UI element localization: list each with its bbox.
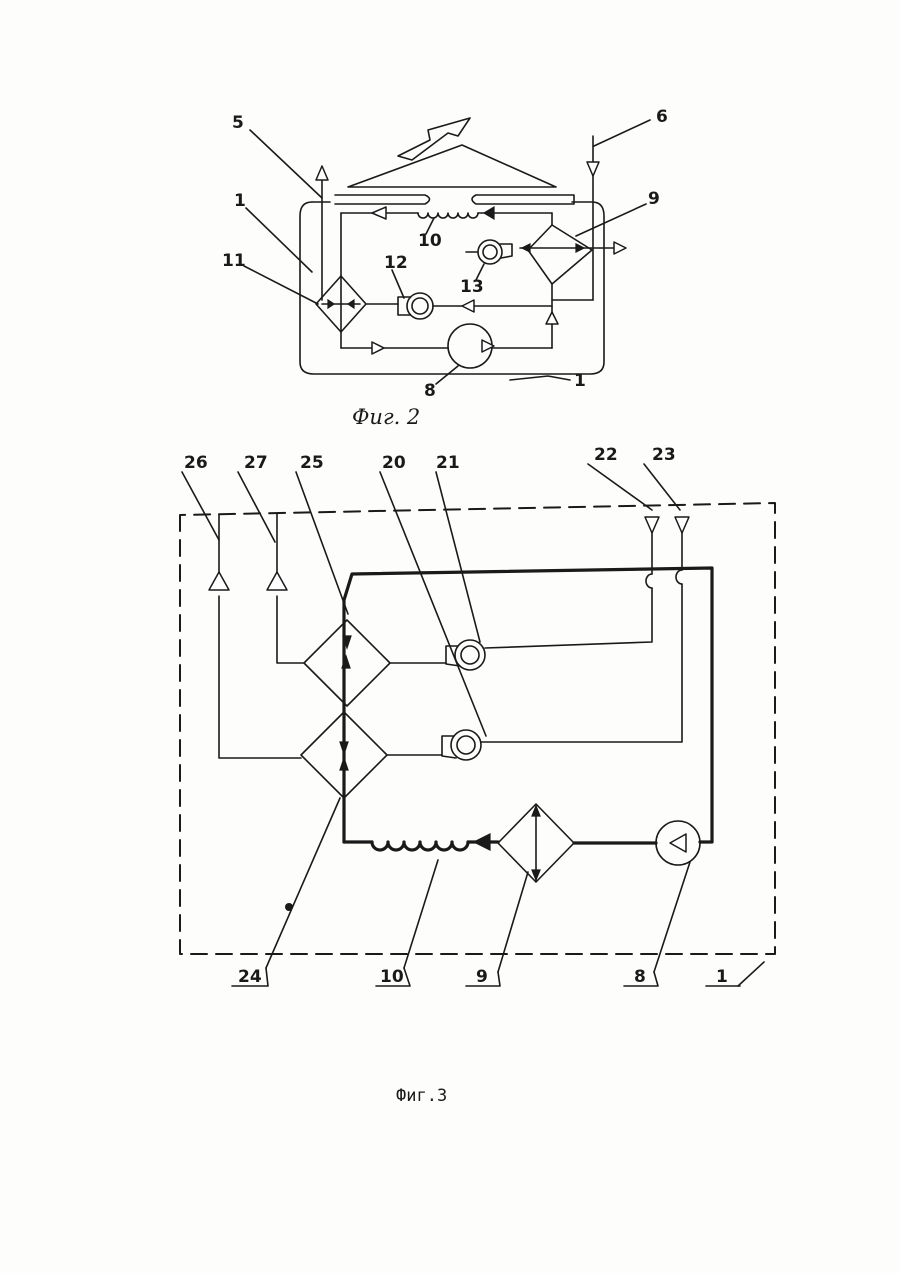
fig2-hx9-arrow-b [576,244,584,252]
fig2-leader-5 [250,130,322,198]
fig3-coil-10 [372,842,468,850]
fig3-label-22: 22 [594,445,618,465]
fig3-main-circuit [344,568,712,842]
fig3-caption: Фиг.3 [396,1086,447,1106]
fig2-leader-1-bottom [510,376,570,380]
fig2-hx9-arrow-a [522,244,530,252]
fig2-outlet-slot-right [472,195,574,204]
fig2-hx9-out-arrow [614,242,626,254]
fig2-label-10: 10 [418,231,442,251]
fig3-circuit-arrow-4 [340,758,348,770]
fig2-outflow-arrow [398,118,470,160]
fig2-exhaust-arrow [316,166,328,180]
fig2-fan-12-hub [412,298,428,314]
fig2-leader-6 [594,120,650,146]
fig3-coil-arrow [474,834,490,850]
fig3-inlet-23-arrow [675,517,689,533]
figure-2: 5 6 1 9 10 11 12 13 8 1 Фиг. 2 [222,107,668,429]
fig2-leader-8 [436,366,458,384]
fig3-ink-dot [285,903,293,911]
fig2-bottom-flow-arrow [372,342,384,354]
fig3-label-26: 26 [184,453,208,473]
fig2-hx11-arrow-b [348,300,354,308]
fig3-leader-1 [738,962,764,986]
fig2-leader-11 [244,266,318,304]
fig2-label-12: 12 [384,253,408,273]
fig3-label-23: 23 [652,445,676,465]
fig3-crossover-22 [646,574,652,588]
fig2-leader-1 [246,208,312,272]
fig3-pump-8-arrow [670,834,686,852]
fig2-fan-12 [407,293,433,319]
fig3-fan-20-hub [457,736,475,754]
fig2-label-8: 8 [424,381,436,401]
fig2-label-1: 1 [234,191,246,211]
fig3-fan-21-hub [461,646,479,664]
fig3-leader-25 [296,472,348,614]
fig2-label-6: 6 [656,107,668,127]
fig2-caption: Фиг. 2 [352,405,420,429]
fig3-outlet-27-arrow [267,572,287,590]
fig2-up-flow-arrow [546,312,558,324]
fig3-leader-24 [266,798,340,968]
fig2-leader-9 [576,204,646,236]
fig3-hx25-to-outlet-27 [277,596,304,663]
fig3-leader-26 [182,472,219,540]
fig3-leader-9 [498,872,528,972]
fig2-fan-13 [478,240,502,264]
fig2-outlet-slot-left [335,195,430,204]
fig3-label-1: 1 [716,967,728,987]
fig2-fan12-flow-arrow [462,300,474,312]
fig2-fan-13-hub [483,245,497,259]
fig3-leader-27 [238,472,275,542]
fig3-leader-23 [644,464,680,510]
fig3-fan-20 [451,730,481,760]
fig2-leader-12 [392,270,404,298]
fig3-label-20: 20 [382,453,406,473]
fig3-label-21: 21 [436,453,460,473]
fig2-inlet-arrow [587,162,599,176]
fig2-hx11-arrow-a [328,300,334,308]
fig2-label-13: 13 [460,277,484,297]
fig3-label-9: 9 [476,967,488,987]
fig3-circuit-arrow-3 [340,742,348,754]
fig3-label-8: 8 [634,967,646,987]
fig3-leader-8 [654,862,690,972]
fig3-label-27: 27 [244,453,268,473]
fig3-crossover-23 [676,570,682,584]
fig2-roof [348,145,556,187]
fig3-label-25: 25 [300,453,324,473]
fig3-fan21-return [485,588,652,648]
fig2-label-11: 11 [222,251,246,271]
fig3-leader-10 [404,860,438,968]
figure-3: 26 27 25 20 21 22 23 24 10 9 8 1 Фиг.3 [180,445,775,1106]
fig3-label-24: 24 [238,967,262,987]
fig3-leader-21 [436,472,480,642]
fig3-inlet-22-arrow [645,517,659,533]
fig2-label-9: 9 [648,189,660,209]
fig2-coil-10 [418,213,478,218]
fig3-hx24-to-outlet-26 [219,596,301,758]
fig2-top-flow-arrow [372,207,386,219]
fig3-leader-22 [588,464,652,510]
fig3-outlet-26-arrow [209,572,229,590]
fig3-label-10: 10 [380,967,404,987]
fig2-label-1-bottom: 1 [574,371,586,391]
fig2-label-5: 5 [232,113,244,133]
